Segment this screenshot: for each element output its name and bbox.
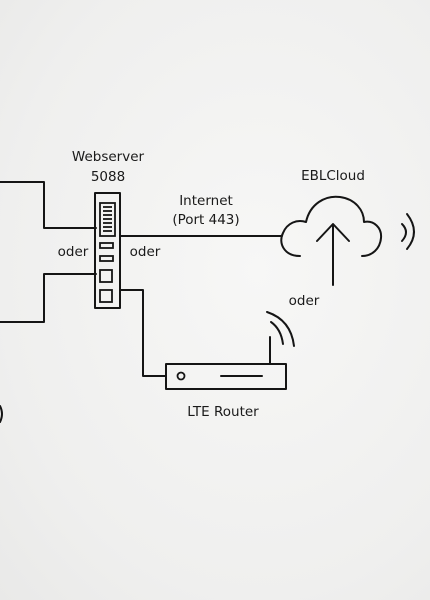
oder-cloud-label: oder <box>289 293 320 309</box>
cloud-label: EBLCloud <box>301 168 365 184</box>
webserver-name-label: Webserver <box>72 149 145 165</box>
lte-router-icon <box>165 311 295 390</box>
port-label: (Port 443) <box>172 212 239 228</box>
left-edge-arc <box>0 405 3 423</box>
internet-label: Internet <box>179 193 233 209</box>
cloud-upload-icon <box>280 195 383 286</box>
router-label: LTE Router <box>187 404 259 420</box>
left-upper-connection <box>0 181 97 229</box>
oder-left-label: oder <box>58 244 89 260</box>
webserver-model-label: 5088 <box>91 169 125 185</box>
oder-right-label: oder <box>130 244 161 260</box>
router-connection <box>119 289 167 377</box>
left-lower-connection <box>0 273 97 323</box>
server-device-icon <box>94 192 121 309</box>
wireless-signal-icon <box>401 213 415 250</box>
